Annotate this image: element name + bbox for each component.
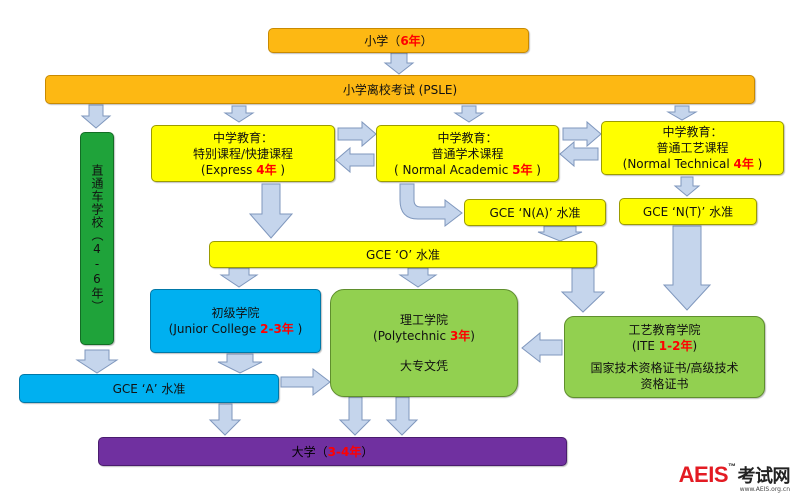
junior-college-box: 初级学院 (Junior College 2-3年 ) [150,289,321,353]
normal-technical-years: 4年 [733,157,754,171]
primary-school-years: 6年 [400,33,421,48]
junior-college-english: (Junior College [168,322,261,336]
university-years: 3-4年 [327,444,362,459]
polytechnic-years: 3年 [449,329,471,343]
primary-school-label: 小学（ [364,33,401,48]
arrow-psle-to-normal-technical [666,105,698,121]
express-subtitle: 特别课程/快捷课程 [192,146,294,161]
arrow-junior-college-to-gce-a [217,353,263,374]
psle-box: 小学离校考试 (PSLE) [45,75,755,104]
arrow-normal-technical-to-gce-nt [673,176,701,197]
logo-url: www.AEIS.org.cn [739,486,790,493]
ite-certificate-line2: 资格证书 [640,377,689,391]
gce-a-box: GCE ‘A’ 水准 [19,374,279,403]
normal-technical-subtitle: 普通工艺课程 [656,141,729,155]
polytechnic-box: 理工学院 (Polytechnic 3年) 大专文凭 [330,289,518,397]
arrow-polytechnic-to-university-right [385,396,419,436]
express-box: 中学教育： 特别课程/快捷课程 (Express 4年 ) [151,125,335,182]
junior-college-title: 初级学院 [211,306,260,320]
arrow-gce-a-to-university [208,403,242,436]
arrow-normal-academic-to-normal-technical [562,120,602,148]
logo-brand: AEIS [678,462,729,487]
polytechnic-title: 理工学院 [399,313,448,327]
normal-academic-years: 5年 [512,162,533,177]
ite-close: ) [692,339,698,353]
express-english: (Express [200,162,257,177]
normal-academic-close: ) [532,162,541,177]
ite-box: 工艺教育学院 (ITE 1-2年) 国家技术资格证书/高级技术 资格证书 [564,316,765,398]
polytechnic-diploma: 大专文凭 [399,359,448,373]
through-train-label: 直通车学校（4-6年） [90,164,104,313]
university-label: 大学（ [291,444,328,459]
normal-academic-subtitle: 普通学术课程 [431,146,504,161]
arrow-gce-o-to-junior-college [219,267,259,288]
normal-technical-box: 中学教育： 普通工艺课程 (Normal Technical 4年 ) [601,121,784,175]
arrow-psle-to-through-train [80,104,112,129]
arrow-normal-academic-to-gce-na [399,183,463,228]
gce-nt-box: GCE ‘N(T)’ 水准 [619,198,757,225]
express-title: 中学教育： [212,130,273,145]
university-close: ） [361,444,374,459]
gce-o-box: GCE ‘O’ 水准 [209,241,597,268]
normal-academic-title: 中学教育： [437,130,498,145]
polytechnic-english: (Polytechnic [373,329,450,343]
gce-a-label: GCE ‘A’ 水准 [112,381,186,396]
arrow-polytechnic-to-university-left [338,396,372,436]
arrow-gce-a-to-polytechnic [280,367,331,397]
ite-years: 1-2年 [658,339,693,353]
polytechnic-close: ) [470,329,475,343]
university-box: 大学（3-4年） [98,437,567,466]
arrow-express-to-normal-academic [337,120,377,148]
arrow-gce-o-to-ite [560,267,606,313]
normal-academic-english: ( Normal Academic [394,162,513,177]
arrow-ite-to-polytechnic [521,331,563,364]
gce-nt-label: GCE ‘N(T)’ 水准 [642,204,734,219]
gce-na-box: GCE ‘N(A)’ 水准 [464,199,606,226]
logo-chinese: 考试网 [737,466,791,486]
express-close: ) [276,162,286,177]
arrow-gce-na-to-gce-o [537,225,583,242]
arrow-express-to-gce-o [248,183,294,239]
primary-school-box: 小学（6年） [268,28,529,53]
arrow-psle-to-express [223,105,255,123]
normal-technical-title: 中学教育： [662,125,723,139]
arrow-gce-nt-to-ite [662,225,712,311]
junior-college-years: 2-3年 [260,322,294,336]
express-years: 4年 [256,162,277,177]
ite-title: 工艺教育学院 [628,323,701,337]
ite-english: (ITE [631,339,659,353]
ite-certificate-line1: 国家技术资格证书/高级技术 [590,361,739,375]
psle-label: 小学离校考试 (PSLE) [342,82,458,97]
normal-technical-english: (Normal Technical [622,157,734,171]
normal-academic-box: 中学教育： 普通学术课程 ( Normal Academic 5年 ) [376,125,559,182]
arrow-primary-to-psle [383,52,415,75]
logo-trademark: ™ [728,462,736,471]
arrow-psle-to-normal-academic [453,105,485,123]
arrow-normal-technical-to-normal-academic [559,140,599,168]
gce-o-label: GCE ‘O’ 水准 [366,247,440,262]
gce-na-label: GCE ‘N(A)’ 水准 [489,205,581,220]
junior-college-close: ) [293,322,303,336]
arrow-gce-o-to-polytechnic [398,267,438,288]
arrow-through-train-to-gce-a [75,349,119,374]
arrow-normal-academic-to-express [335,146,375,174]
primary-school-close: ） [420,33,433,48]
normal-technical-close: ) [753,157,763,171]
through-train-box: 直通车学校（4-6年） [80,132,114,345]
